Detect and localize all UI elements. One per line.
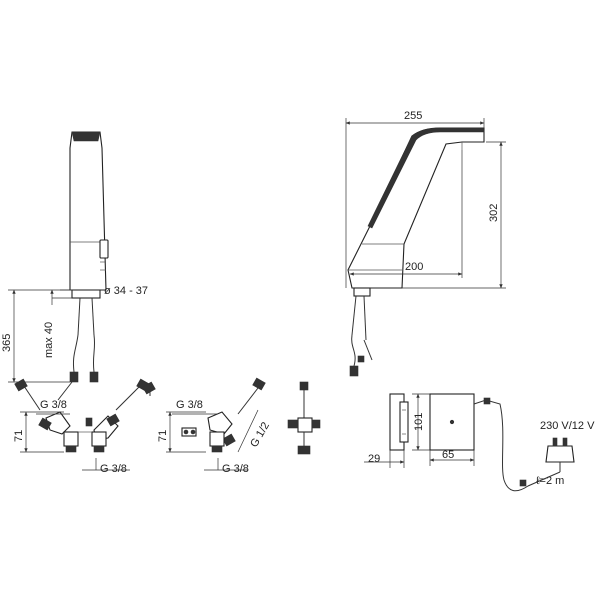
side-dim-200: 200 bbox=[349, 150, 463, 278]
valve-small-topview bbox=[287, 381, 321, 455]
control-box-side: 29 bbox=[364, 393, 409, 468]
box-height-label: 101 bbox=[413, 413, 425, 431]
valve-middle-top-thread-label: G 3/8 bbox=[176, 399, 203, 411]
side-view-faucet bbox=[347, 127, 485, 377]
side-dim-255: 255 bbox=[345, 110, 485, 288]
valve-assembly-middle bbox=[142, 377, 266, 453]
valve-left-height-label: 71 bbox=[13, 430, 25, 442]
dim-max40-label: max 40 bbox=[43, 322, 55, 358]
control-box-front: 101 65 bbox=[412, 393, 475, 466]
valve-middle-bottom-thread-label: G 3/8 bbox=[222, 463, 249, 475]
front-dim-365: 365 bbox=[1, 289, 70, 383]
valve-assembly-left bbox=[14, 378, 150, 453]
dim-365-label: 365 bbox=[1, 334, 13, 352]
cable-length-label: ℓ=2 m bbox=[536, 475, 564, 487]
valve-middle-side-thread-label: G 1/2 bbox=[248, 420, 272, 449]
front-dim-max40: max 40 bbox=[43, 289, 72, 358]
valve-left-top-thread-label: G 3/8 bbox=[40, 399, 67, 411]
dim-255-label: 255 bbox=[404, 110, 422, 122]
front-view-faucet bbox=[57, 131, 109, 401]
valve-left-bottom-thread-label: G 3/8 bbox=[100, 463, 127, 475]
side-dim-302: 302 bbox=[402, 141, 506, 289]
box-depth-label: 29 bbox=[368, 453, 380, 465]
power-adapter: 230 V/12 V ℓ=2 m bbox=[473, 397, 595, 492]
power-supply-label: 230 V/12 V bbox=[540, 420, 595, 432]
dim-hole-label: ø 34 - 37 bbox=[104, 285, 148, 297]
valve-left-dims: 71 G 3/8 G 3/8 bbox=[13, 399, 130, 475]
valve-middle-height-label: 71 bbox=[157, 430, 169, 442]
dim-302-label: 302 bbox=[488, 204, 500, 222]
dim-200-label: 200 bbox=[405, 261, 423, 273]
front-dim-hole: ø 34 - 37 bbox=[60, 285, 148, 297]
box-width-label: 65 bbox=[442, 449, 454, 461]
